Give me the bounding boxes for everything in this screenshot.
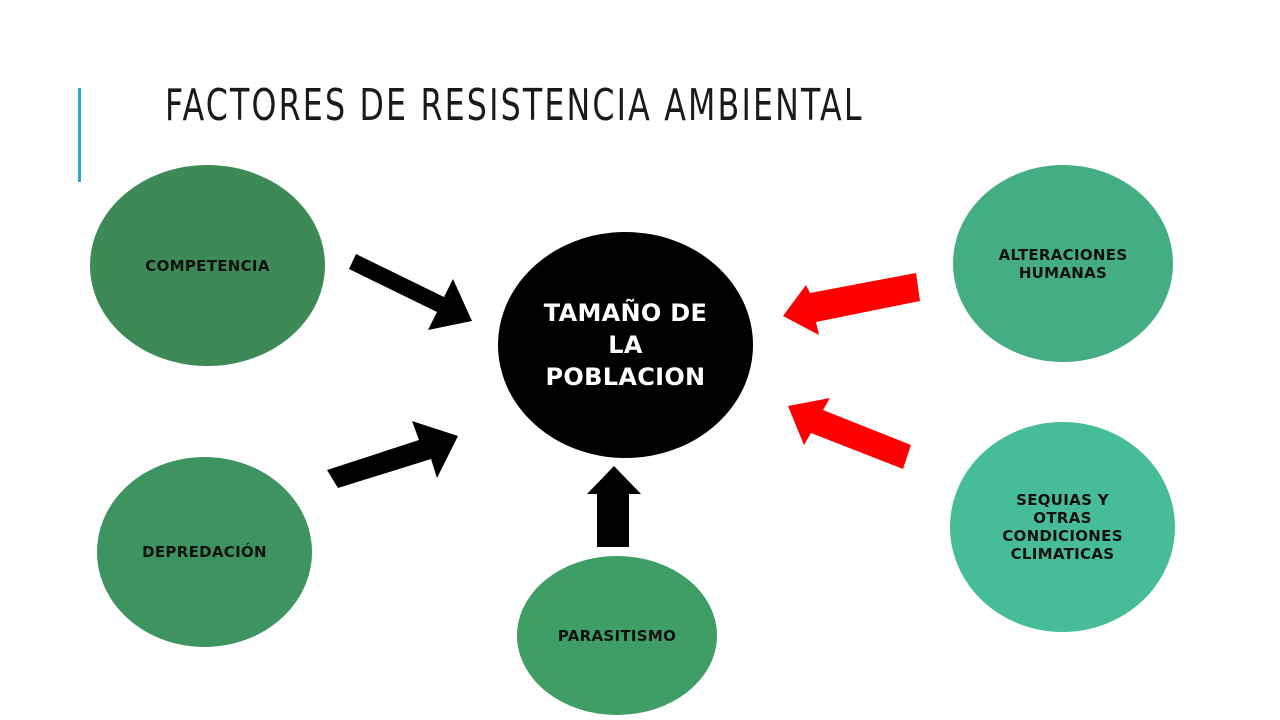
node-tamano-poblacion: TAMAÑO DE LA POBLACION xyxy=(498,232,753,458)
label-tamano-poblacion: TAMAÑO DE LA POBLACION xyxy=(543,299,708,391)
label-alteraciones-humanas: ALTERACIONES HUMANAS xyxy=(998,245,1128,282)
label-sequias: SEQUIAS Y OTRAS CONDICIONES CLIMATICAS xyxy=(1002,491,1123,563)
node-depredacion: DEPREDACIÓN xyxy=(97,457,312,647)
slide-title: FACTORES DE RESISTENCIA AMBIENTAL xyxy=(165,80,864,131)
label-competencia: COMPETENCIA xyxy=(145,256,270,275)
node-competencia: COMPETENCIA xyxy=(90,165,325,366)
node-alteraciones-humanas: ALTERACIONES HUMANAS xyxy=(953,165,1173,362)
label-depredacion: DEPREDACIÓN xyxy=(142,543,267,561)
label-parasitismo: PARASITISMO xyxy=(557,626,677,645)
arrow-sequias xyxy=(788,398,911,469)
arrow-depredacion xyxy=(327,421,458,488)
node-parasitismo: PARASITISMO xyxy=(517,556,717,715)
arrow-parasitismo xyxy=(587,466,641,547)
arrow-alteraciones xyxy=(783,273,920,335)
arrow-competencia xyxy=(349,254,472,330)
title-accent-bar xyxy=(78,88,81,182)
node-sequias: SEQUIAS Y OTRAS CONDICIONES CLIMATICAS xyxy=(950,422,1175,632)
